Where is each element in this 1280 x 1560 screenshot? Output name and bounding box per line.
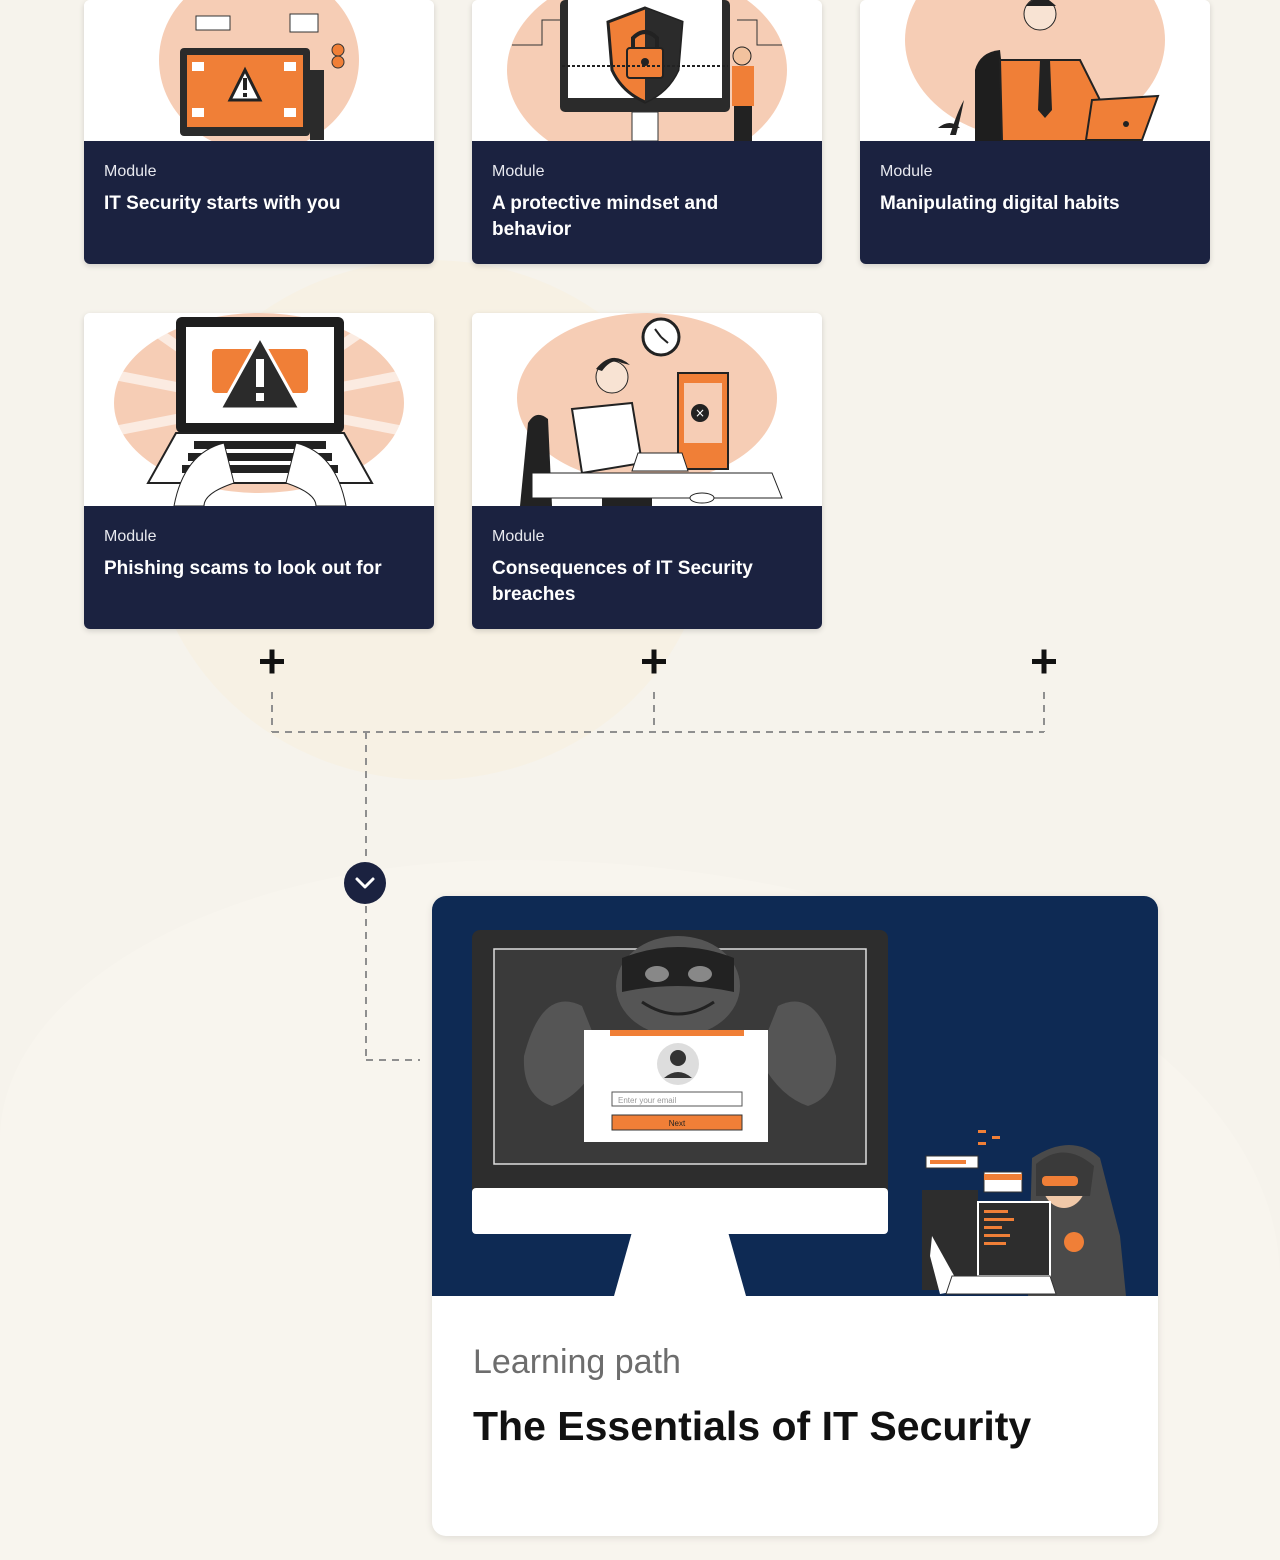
- module-illustration: [472, 0, 822, 141]
- module-kind-label: Module: [492, 528, 545, 545]
- chevron-down-icon: [355, 877, 375, 889]
- module-illustration: [84, 0, 434, 141]
- module-title: Phishing scams to look out for: [104, 558, 382, 579]
- module-title: A protective mindset and behavior: [492, 193, 719, 240]
- module-card-phishing-scams[interactable]: Module Phishing scams to look out for: [84, 313, 434, 629]
- email-field: Enter your email: [618, 1096, 676, 1105]
- module-kind-label: Module: [880, 163, 933, 180]
- module-card-it-security-starts[interactable]: Module IT Security starts with you: [84, 0, 434, 264]
- learning-path-illustration: Enter your email Next: [432, 896, 1158, 1296]
- module-kind-label: Module: [104, 163, 157, 180]
- plus-icon: [642, 649, 666, 674]
- module-card-protective-mindset[interactable]: Module A protective mindset and behavior: [472, 0, 822, 264]
- plus-icon: [260, 649, 284, 674]
- learning-path-card[interactable]: Enter your email Next: [432, 896, 1158, 1536]
- expand-toggle-button[interactable]: [344, 862, 386, 904]
- module-card-digital-habits[interactable]: Module Manipulating digital habits: [860, 0, 1210, 264]
- module-illustration: [860, 0, 1210, 141]
- module-title: IT Security starts with you: [104, 193, 341, 214]
- module-illustration: [84, 313, 434, 506]
- module-card-consequences[interactable]: × Module Consequences of IT Security bre…: [472, 313, 822, 629]
- svg-text:×: ×: [695, 406, 705, 420]
- module-illustration: ×: [472, 313, 822, 506]
- plus-icon: [1032, 649, 1056, 674]
- learning-path-title: The Essentials of IT Security: [473, 1403, 1032, 1449]
- path-connectors: [260, 649, 1056, 1061]
- module-kind-label: Module: [104, 528, 157, 545]
- learning-path-kind-label: Learning path: [473, 1343, 681, 1381]
- next-button-label: Next: [669, 1119, 686, 1128]
- module-title: Consequences of IT Security breaches: [492, 558, 753, 605]
- module-kind-label: Module: [492, 163, 545, 180]
- module-title: Manipulating digital habits: [880, 193, 1120, 214]
